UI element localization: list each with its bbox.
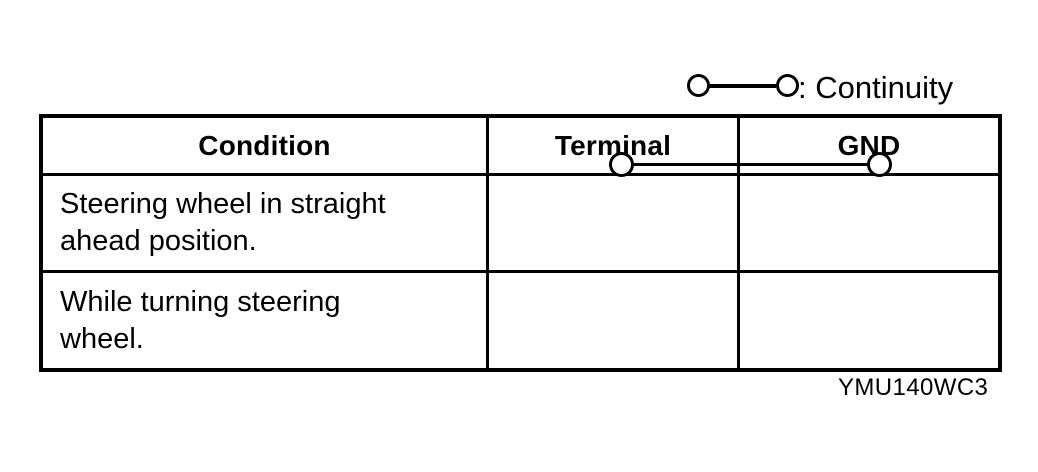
table-cell-terminal [489,176,740,270]
table-header-cell-condition: Condition [43,118,489,173]
figure-code: YMU140WC3 [838,374,989,401]
table-header-row: Condition Terminal GND [43,118,998,176]
legend-label: : Continuity [798,69,954,105]
table-cell-condition-text: Steering wheel in straight ahead positio… [60,188,386,257]
continuity-terminal-circle-right [776,74,799,97]
table-header-cell-gnd: GND [740,118,998,173]
legend: : Continuity [680,63,953,109]
table-header-label-condition: Condition [198,129,331,161]
table-cell-condition: While turning steering wheel. [43,273,489,368]
table-header-label-gnd: GND [837,129,901,161]
table-row: Steering wheel in straight ahead positio… [43,176,998,273]
continuity-symbol-icon [680,73,799,99]
table-cell-gnd [740,273,998,368]
continuity-line [698,84,776,88]
table-cell-condition-text: While turning steering wheel. [60,285,341,355]
continuity-table: Condition Terminal GND Steering wheel in… [39,114,1002,372]
continuity-terminal-circle-left [687,74,710,97]
table-cell-terminal [489,273,740,368]
table-row: While turning steering wheel. [43,152,998,368]
table-cell-condition: Steering wheel in straight ahead positio… [43,176,489,270]
table-header-cell-terminal: Terminal [489,118,740,173]
table-header-label-terminal: Terminal [554,129,672,161]
table-body: Condition Terminal GND Steering wheel in… [43,118,998,368]
table-cell-gnd [740,176,998,270]
